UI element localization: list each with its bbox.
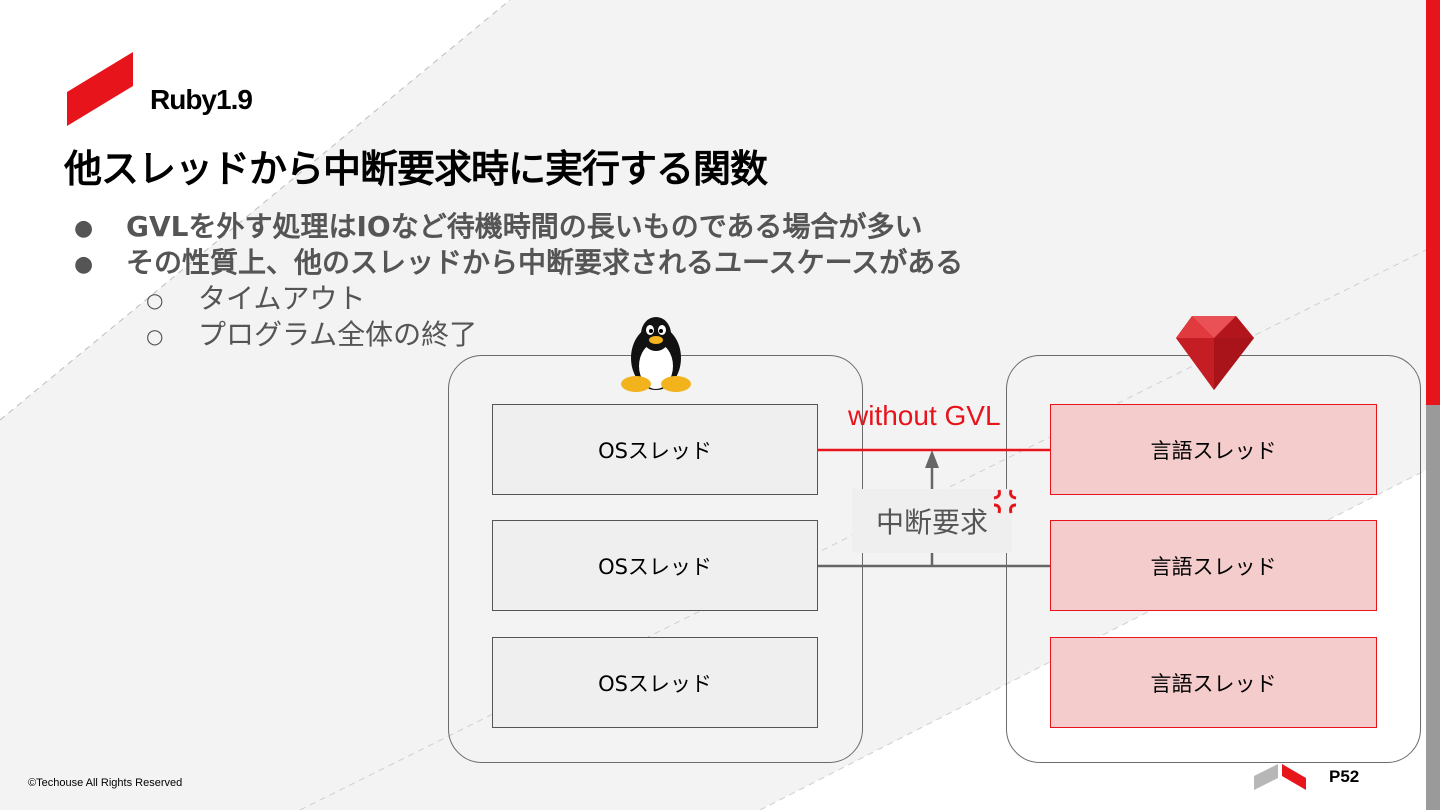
bullet-item: ● その性質上、他のスレッドから中断要求されるユースケースがある — [74, 241, 963, 281]
bullet-marker: ● — [74, 251, 94, 277]
slide-subtitle: Ruby1.9 — [150, 84, 253, 115]
bullet-text: GVLを外す処理はIOなど待機時間の長いものである場合が多い — [126, 210, 923, 243]
language-thread-box: 言語スレッド — [1050, 637, 1377, 728]
bullet-marker: ● — [74, 215, 94, 241]
ruby-gem-icon — [1176, 316, 1254, 390]
copyright-text: ©Techouse All Rights Reserved — [28, 777, 183, 789]
os-thread-box: OSスレッド — [492, 637, 818, 728]
sub-bullet-marker: ○ — [146, 288, 164, 312]
slide-title: 他スレッドから中断要求時に実行する関数 — [64, 147, 768, 191]
linux-penguin-icon — [621, 317, 691, 392]
language-thread-box: 言語スレッド — [1050, 404, 1377, 495]
without-gvl-label: without GVL — [848, 400, 1001, 431]
anger-mark-icon — [993, 489, 1017, 514]
slide-logo-mark — [67, 52, 133, 126]
sidebar-accent-gray — [1426, 405, 1440, 810]
interrupt-arrow-head — [925, 450, 939, 468]
sub-bullet-text: プログラム全体の終了 — [198, 318, 478, 351]
language-thread-box: 言語スレッド — [1050, 520, 1377, 611]
sub-bullet-item: ○ プログラム全体の終了 — [146, 313, 477, 353]
sub-bullet-item: ○ タイムアウト — [146, 277, 365, 317]
footer-logo-mark — [1254, 764, 1306, 790]
sub-bullet-marker: ○ — [146, 324, 164, 348]
interrupt-request-label: 中断要求 — [852, 489, 1012, 553]
bullet-text: その性質上、他のスレッドから中断要求されるユースケースがある — [126, 246, 964, 279]
os-thread-box: OSスレッド — [492, 520, 818, 611]
sub-bullet-text: タイムアウト — [198, 282, 366, 315]
os-thread-box: OSスレッド — [492, 404, 818, 495]
page-number: P52 — [1329, 767, 1360, 786]
bullet-item: ● GVLを外す処理はIOなど待機時間の長いものである場合が多い — [74, 205, 922, 245]
sidebar-accent-red — [1426, 0, 1440, 405]
